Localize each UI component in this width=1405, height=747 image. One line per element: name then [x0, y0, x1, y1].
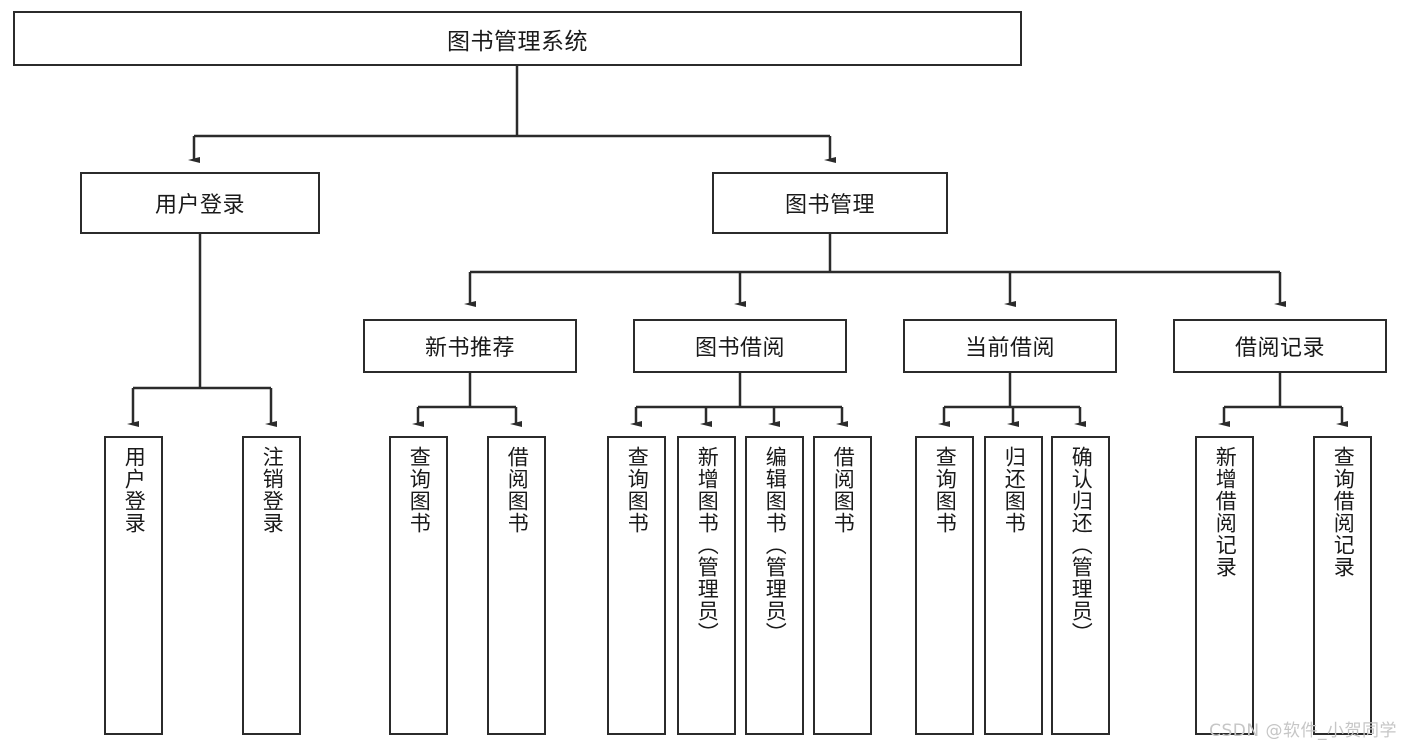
leaf-user-login-login[interactable]: 用户登录	[104, 436, 163, 735]
node-label: 借阅图书	[505, 446, 530, 534]
leaf-borrow-borrow-book[interactable]: 借阅图书	[813, 436, 872, 735]
node-label: 用户登录	[122, 446, 147, 534]
node-label: 新书推荐	[424, 336, 515, 361]
leaf-borrow-edit-book-admin[interactable]: 编辑图书（管理员）	[745, 436, 804, 735]
node-label: 查询图书	[625, 446, 650, 534]
leaf-borrow-add-book-admin[interactable]: 新增图书（管理员）	[677, 436, 736, 735]
node-new-book-recommend[interactable]: 新书推荐	[363, 319, 577, 373]
node-book-management[interactable]: 图书管理	[712, 172, 948, 234]
node-label: 借阅记录	[1234, 336, 1325, 361]
node-user-login[interactable]: 用户登录	[80, 172, 320, 234]
watermark: CSDN @软件_小贺同学	[1209, 721, 1397, 741]
leaf-current-return-book[interactable]: 归还图书	[984, 436, 1043, 735]
leaf-user-login-logout[interactable]: 注销登录	[242, 436, 301, 735]
node-label: 新增借阅记录	[1213, 446, 1238, 578]
leaf-record-add-record[interactable]: 新增借阅记录	[1195, 436, 1254, 735]
leaf-recommend-query-book[interactable]: 查询图书	[389, 436, 448, 735]
node-current-borrow[interactable]: 当前借阅	[903, 319, 1117, 373]
node-label: 用户登录	[154, 193, 245, 218]
node-book-borrow[interactable]: 图书借阅	[633, 319, 847, 373]
leaf-current-confirm-return-admin[interactable]: 确认归还（管理员）	[1051, 436, 1110, 735]
node-label: 借阅图书	[831, 446, 856, 534]
node-label: 图书借阅	[694, 336, 785, 361]
node-label: 图书管理	[784, 193, 875, 218]
node-label: 查询图书	[407, 446, 432, 534]
leaf-recommend-borrow-book[interactable]: 借阅图书	[487, 436, 546, 735]
node-label: 当前借阅	[964, 336, 1055, 361]
node-label: 编辑图书（管理员）	[763, 446, 788, 644]
node-label: 查询图书	[933, 446, 958, 534]
leaf-current-query-book[interactable]: 查询图书	[915, 436, 974, 735]
leaf-borrow-query-book[interactable]: 查询图书	[607, 436, 666, 735]
node-borrow-record[interactable]: 借阅记录	[1173, 319, 1387, 373]
node-label: 归还图书	[1002, 446, 1027, 534]
leaf-record-query-record[interactable]: 查询借阅记录	[1313, 436, 1372, 735]
node-label: 查询借阅记录	[1331, 446, 1356, 578]
node-label: 新增图书（管理员）	[695, 446, 720, 644]
node-label: 图书管理系统	[447, 28, 588, 55]
node-root-system[interactable]: 图书管理系统	[13, 11, 1022, 66]
node-label: 确认归还（管理员）	[1069, 446, 1094, 644]
node-label: 注销登录	[260, 446, 285, 534]
